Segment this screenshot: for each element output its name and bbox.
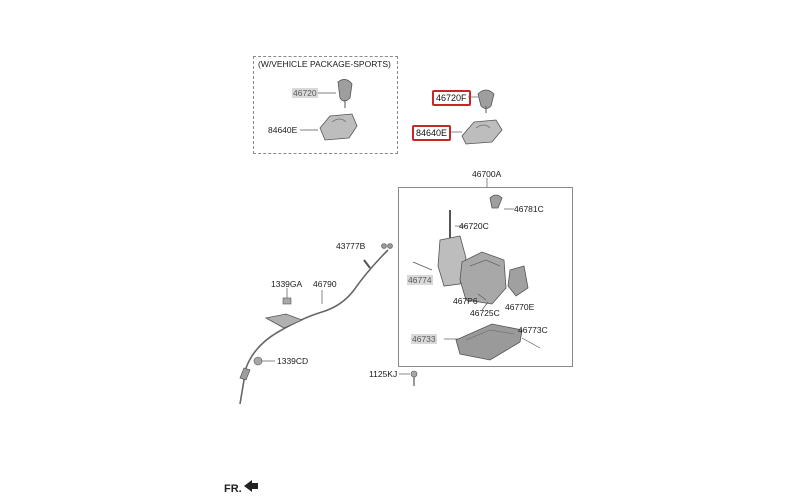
package-boot-cover [319, 113, 358, 141]
label-46720f-highlighted[interactable]: 46720F [432, 90, 471, 106]
shift-knob-46720f [477, 89, 495, 113]
front-label: FR. [224, 483, 242, 495]
label-46720c[interactable]: 46720C [459, 221, 489, 231]
label-46770e[interactable]: 46770E [505, 302, 535, 312]
label-pkg-84640e[interactable]: 84640E [268, 125, 298, 135]
label-1125kj[interactable]: 1125KJ [369, 369, 398, 379]
bolt-1125kj [399, 370, 418, 386]
label-1339cd[interactable]: 1339CD [277, 356, 309, 366]
label-46700a[interactable]: 46700A [472, 169, 502, 179]
shift-lever-assembly-box [398, 187, 573, 367]
label-46720[interactable]: 46720 [292, 88, 318, 98]
indicator-46774 [412, 261, 433, 271]
cable-end [363, 259, 371, 269]
leader-46773c [521, 337, 541, 349]
leader-46725c [481, 301, 489, 311]
label-1339ga[interactable]: 1339GA [271, 279, 303, 289]
label-46774[interactable]: 46774 [407, 275, 433, 285]
label-46773c[interactable]: 46773C [518, 325, 548, 335]
label-467p6[interactable]: 467P6 [453, 296, 478, 306]
shift-lever-46720c [437, 194, 503, 287]
boot-cover-84640e [461, 119, 503, 145]
clip-43777b [381, 243, 393, 249]
nut-1339cd [253, 356, 275, 366]
shift-housing-467p6 [459, 251, 507, 305]
cable-lower-end [239, 367, 251, 381]
label-46725c[interactable]: 46725C [470, 308, 500, 318]
package-shift-knob [337, 79, 353, 108]
label-46733[interactable]: 46733 [411, 334, 437, 344]
bracket-46770e [507, 265, 529, 297]
shift-cable-46790 [239, 249, 389, 405]
label-43777b[interactable]: 43777B [336, 241, 366, 251]
leader-467p6 [477, 293, 487, 301]
sports-package-box [253, 56, 398, 154]
package-title: (W/VEHICLE PACKAGE-SPORTS) [258, 59, 391, 69]
label-46790[interactable]: 46790 [313, 279, 337, 289]
cable-bracket [264, 313, 304, 329]
label-84640e-highlighted[interactable]: 84640E [412, 125, 452, 141]
base-plate-46733 [455, 323, 523, 361]
bolt-1339ga [282, 288, 292, 305]
front-arrow-icon [244, 480, 258, 492]
label-46781c[interactable]: 46781C [514, 204, 544, 214]
